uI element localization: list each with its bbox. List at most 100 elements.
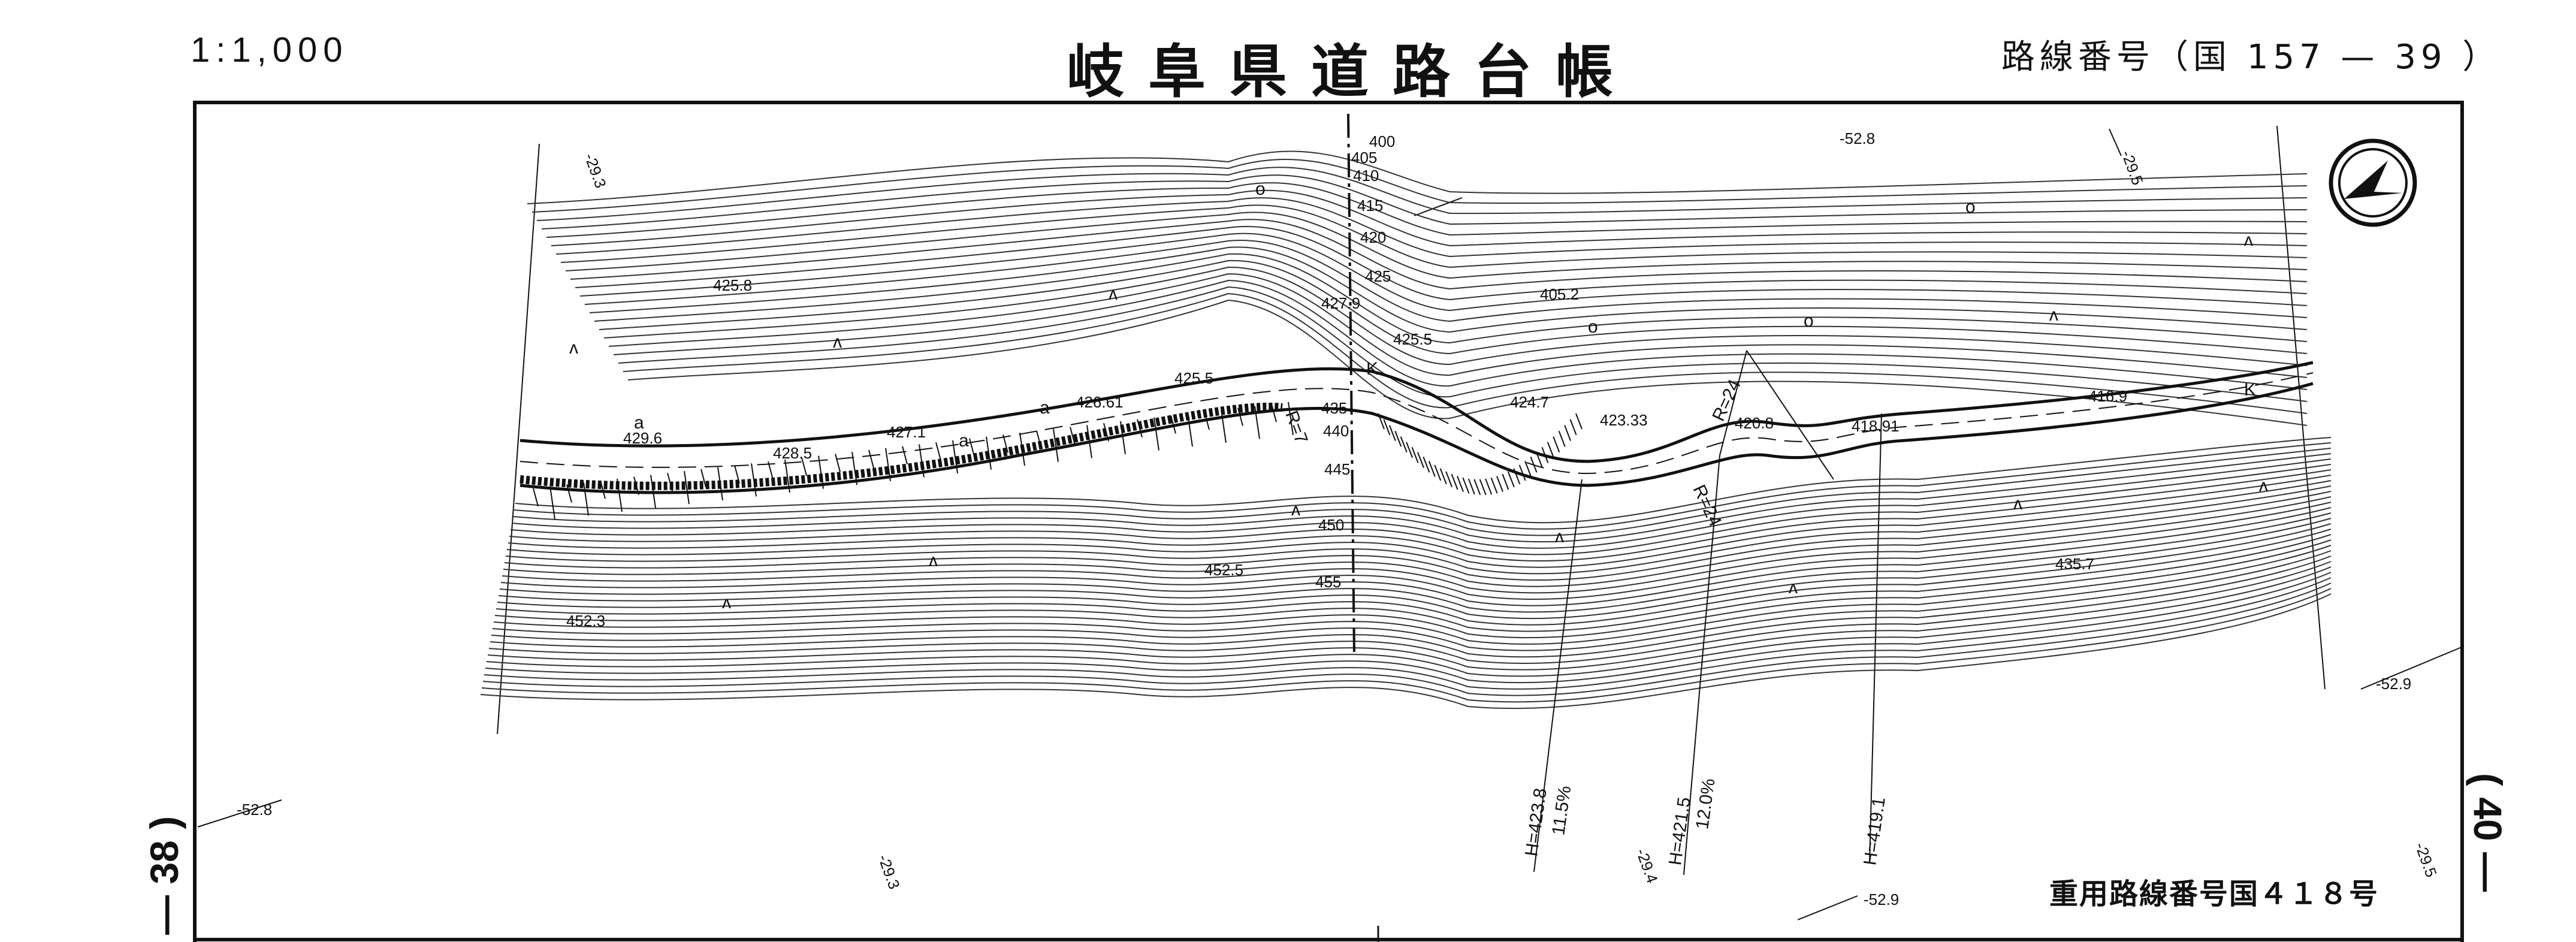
hatch-mark: [1541, 447, 1549, 463]
contour-line: [599, 259, 2308, 355]
spot-height: 452.5: [1204, 561, 1243, 579]
contour-line: [603, 266, 2308, 366]
map-symbols: ʌ ʌ ʌ ʌ ʌ ʌ ʌ ʌ ʌ ʌ ʌ ʌ a a a ο ο ο ο: [569, 179, 2268, 612]
hatch-mark: [1558, 430, 1566, 447]
north-arrow-icon: [2329, 138, 2417, 227]
hatch-mark: [1002, 434, 1008, 453]
contour-line: [613, 279, 2308, 390]
curve-hatching: [1378, 413, 1583, 496]
hatch-mark: [684, 471, 690, 505]
curve-point: K: [1366, 359, 1378, 379]
hatch-mark: [1553, 436, 1560, 453]
hatch-mark: [1394, 430, 1402, 447]
contour-line: [487, 561, 2332, 671]
profile-gradient: 11.5%: [1548, 784, 1575, 837]
contour-line: [510, 458, 2332, 549]
contour-labels: 400 405 410 415 420 425 435 440 445 450 …: [1315, 132, 1395, 591]
contour-line: [490, 550, 2332, 658]
contour-line: [536, 167, 2308, 221]
contour-line: [480, 593, 2332, 709]
spot-height: 429.6: [623, 429, 662, 447]
spot-height: 420.8: [1735, 414, 1774, 432]
hatch-mark: [1187, 413, 1193, 447]
hatch-mark: [617, 478, 623, 512]
contour-line: [623, 292, 2308, 414]
contour-line: [565, 212, 2308, 279]
contour-line: [488, 555, 2332, 664]
hatch-mark: [1530, 457, 1538, 473]
hatch-mark: [1462, 477, 1470, 494]
hatch-mark: [1473, 479, 1481, 496]
hatch-mark: [700, 469, 706, 488]
hatch-mark: [1400, 436, 1408, 453]
contour-line: [484, 577, 2332, 690]
hatch-mark: [1451, 473, 1458, 490]
hatch-mark: [952, 440, 958, 474]
spot-height: 426.61: [1076, 393, 1124, 411]
circle-symbol: ο: [1255, 179, 1266, 199]
hatch-mark: [633, 476, 639, 496]
contour-line: [555, 197, 2308, 258]
vegetation-symbol: ʌ: [929, 551, 938, 570]
profile-height: H=421.5: [1665, 796, 1695, 866]
grid-label: -52.8: [237, 801, 272, 819]
house-symbol: a: [959, 431, 969, 451]
contour-line: [481, 588, 2332, 703]
hatch-mark: [1467, 478, 1475, 495]
spot-height: 435.7: [2055, 555, 2094, 573]
vegetation-symbol: ʌ: [2013, 494, 2022, 514]
sheet-ref-left-number: 38: [142, 840, 186, 884]
contour-line: [493, 534, 2332, 639]
hatch-mark: [1036, 430, 1042, 449]
spot-height: 424.7: [1510, 393, 1549, 411]
spot-height: 418.91: [1852, 417, 1899, 435]
hatch-mark: [1564, 425, 1572, 442]
contour-line: [502, 496, 2332, 594]
series-label: 重用路線番号国４１８号: [2049, 877, 2379, 911]
route-dash: —: [2341, 38, 2379, 77]
hatch-mark: [566, 484, 572, 503]
contour-lines-lower: [480, 437, 2332, 709]
house-symbol: a: [1040, 398, 1050, 418]
contour-line: [575, 226, 2308, 301]
hatch-mark: [1221, 409, 1227, 443]
route-prefix: 路線番号（国: [2001, 38, 2231, 77]
contour-label: 440: [1323, 422, 1349, 440]
hatch-mark: [1490, 477, 1498, 494]
hatch-mark: [1411, 447, 1419, 463]
profile-labels: H=423.8 11.5% H=421.5 12.0% H=419.1: [1521, 777, 1889, 866]
hatch-mark: [801, 457, 807, 476]
contour-line: [579, 233, 2308, 312]
spot-height: 427.1: [887, 423, 926, 441]
hatch-mark: [1507, 471, 1515, 488]
hatch-mark: [851, 452, 857, 485]
hatch-mark: [667, 473, 673, 491]
route-sheet: 39: [2394, 38, 2447, 77]
hatch-mark: [650, 475, 656, 508]
hatch-mark: [1518, 464, 1526, 481]
grid-label: -29.3: [581, 151, 609, 191]
spot-height: 416.9: [2088, 387, 2127, 405]
hatch-mark: [1288, 401, 1294, 436]
contour-line: [492, 539, 2332, 645]
hatch-mark: [1428, 461, 1436, 477]
grid-label: -29.5: [2411, 840, 2440, 880]
contour-label: 425: [1365, 267, 1391, 285]
hatch-mark: [768, 461, 774, 480]
hatch-mark: [1254, 406, 1260, 439]
hatch-mark: [1457, 476, 1464, 492]
contour-line: [527, 150, 2308, 204]
grid-label: -29.4: [1632, 846, 1661, 886]
hatch-mark: [1053, 428, 1059, 462]
hatch-mark: [600, 480, 606, 499]
contour-line: [491, 545, 2332, 651]
contour-line: [594, 253, 2308, 344]
contour-label: 410: [1353, 167, 1379, 185]
road-route-157: [520, 361, 2314, 494]
contour-line: [509, 464, 2332, 555]
hatch-mark: [902, 446, 908, 464]
contour-line: [504, 485, 2332, 581]
hatch-mark: [1479, 479, 1487, 496]
hatch-mark: [1439, 468, 1447, 485]
contour-line: [541, 174, 2308, 230]
